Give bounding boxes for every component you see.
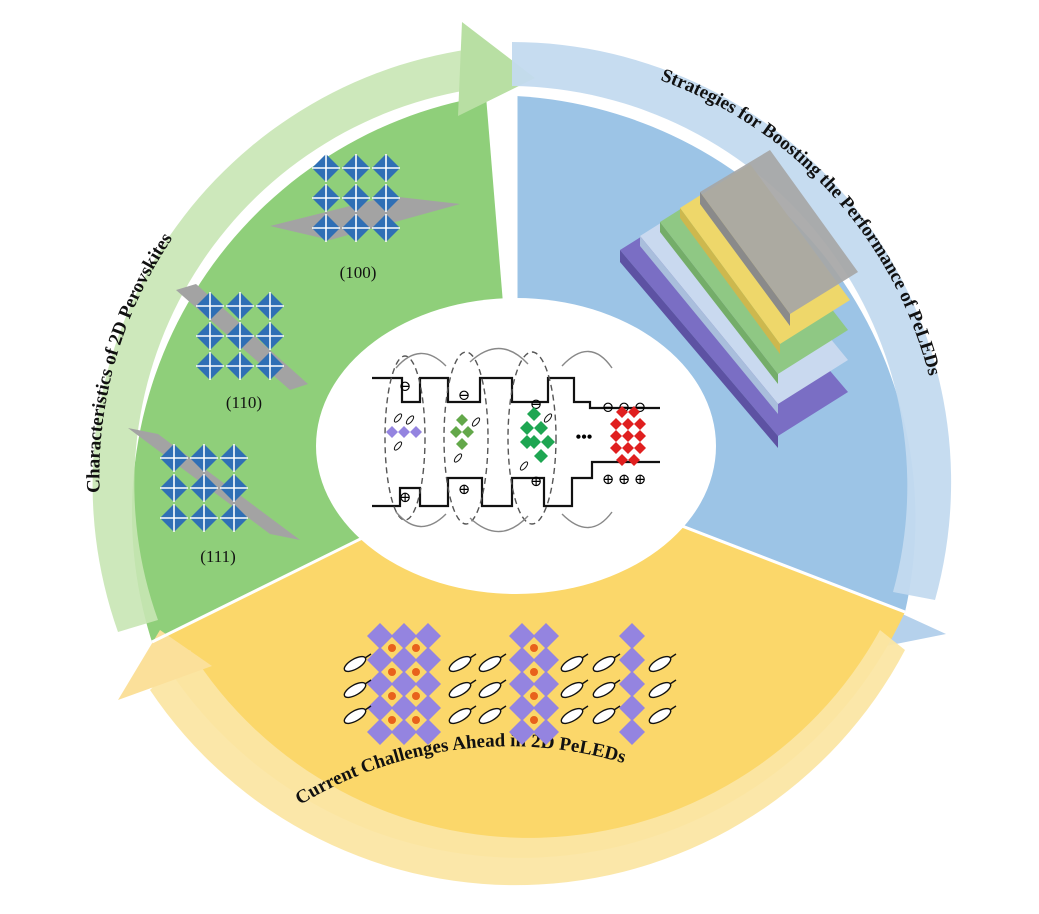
device-layer-stack [620,150,858,448]
series-ellipsis: ••• [576,429,593,446]
characteristics-arrow-band [92,49,471,632]
n2-octahedra [450,414,482,464]
plane-100-structure [270,153,460,243]
characteristics-arrow-head [458,22,535,116]
strategies-arrow-band [512,42,952,600]
plane-label-110: (110) [226,393,262,412]
electron-2: ⊖ [458,388,471,404]
valence-band-line [372,460,660,508]
hole-3: ⊕ [530,474,543,490]
hole-5: ⊕ [618,472,631,488]
n3-octahedra [518,407,555,472]
center-panel [316,298,716,594]
conduction-band-line [372,376,660,410]
plane-label-111: (111) [200,547,236,566]
n1-octahedra [386,412,422,452]
hole-6: ⊕ [634,472,647,488]
electron-1: ⊖ [399,379,412,395]
plane-110-structure [176,284,308,390]
hole-2: ⊕ [458,482,471,498]
energy-level-diagram: ⊖ ⊖ ⊖ ⊖ ⊖ ⊖ ⊕ ⊕ ⊕ ⊕ ⊕ ⊕ [372,347,660,533]
bulk-octahedra [610,406,646,466]
hole-4: ⊕ [602,472,615,488]
electron-4: ⊖ [602,400,615,416]
challenges-arrow-head [118,630,212,700]
layered-perovskite-structure [341,623,677,745]
plane-111-structure [128,428,300,540]
plane-label-100: (100) [340,263,377,282]
challenges-arrow-band [150,630,905,886]
hole-1: ⊕ [399,490,412,506]
